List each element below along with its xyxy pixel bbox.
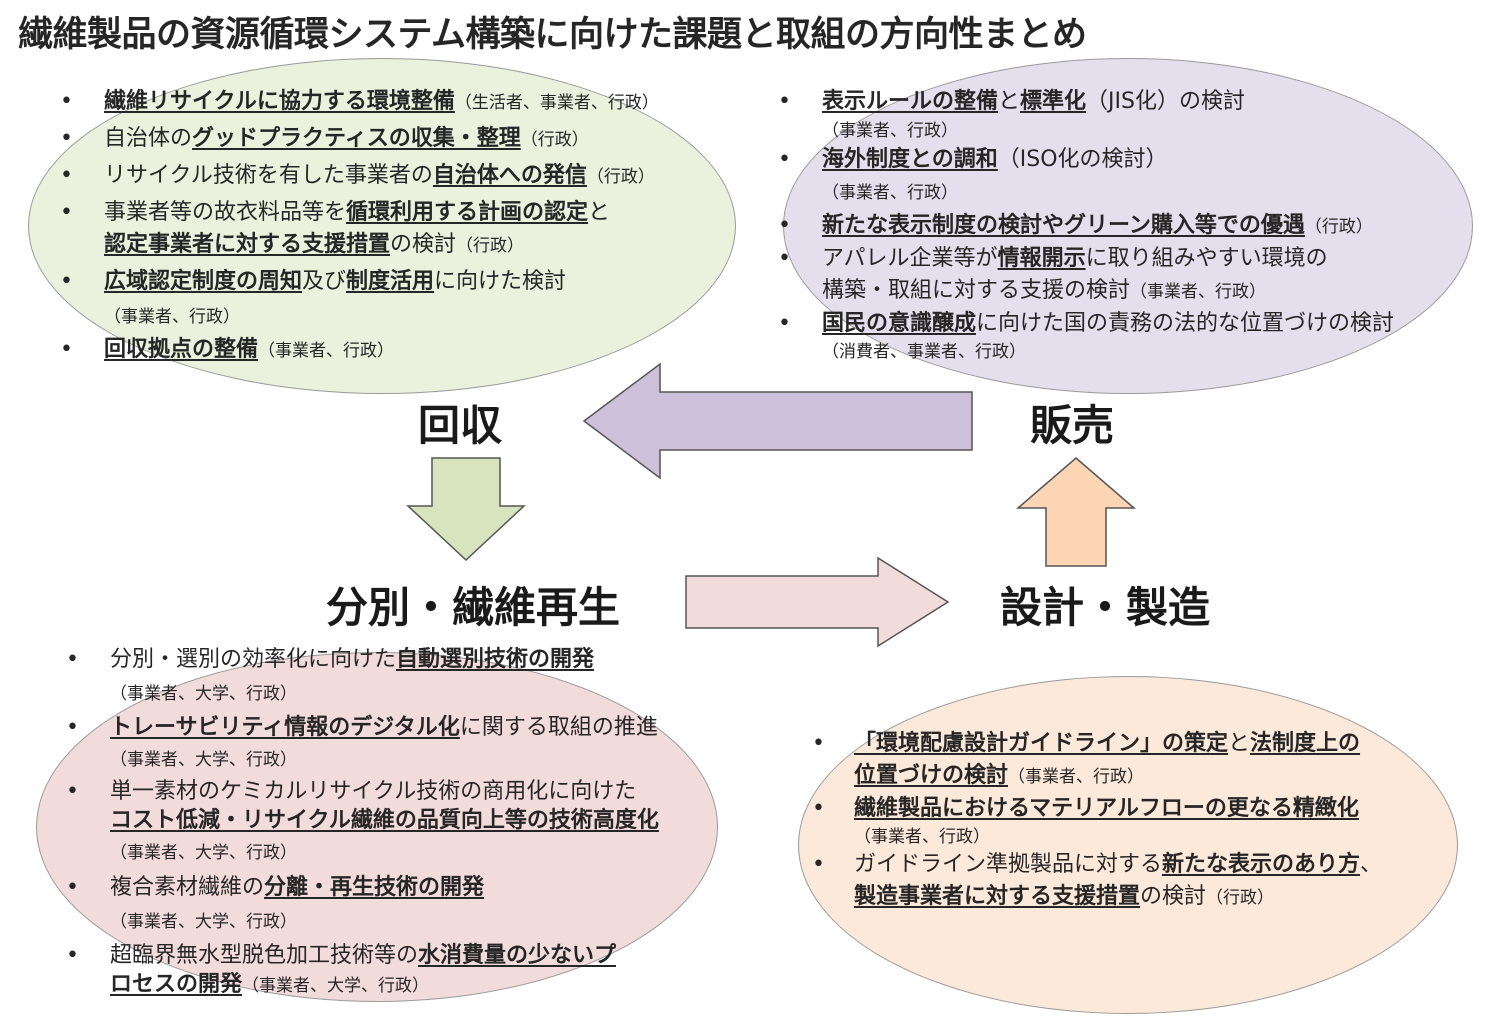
stage-collection-label: 回収 [418, 401, 503, 450]
list-item: アパレル企業等が情報開示に取り組みやすい環境の 構築・取組に対する支援の検討（事… [778, 243, 1394, 308]
list-item: 自治体のグッドプラクティスの収集・整理（行政） [60, 123, 659, 156]
list-item: 回収拠点の整備（事業者、行政） [60, 334, 659, 367]
design-items: 「環境配慮設計ガイドライン」の策定と法制度上の 位置づけの検討（事業者、行政） … [812, 728, 1382, 914]
list-item: 分別・選別の効率化に向けた自動選別技術の開発 （事業者、大学、行政） [66, 644, 659, 712]
sales-items: 表示ルールの整備と標準化（JIS化）の検討 （事業者、行政） 海外制度との調和（… [778, 86, 1394, 364]
page-title: 繊維製品の資源循環システム構築に向けた課題と取組の方向性まとめ [18, 15, 1087, 55]
sales-to-collection-arrow [582, 362, 973, 480]
list-item: 単一素材のケミカルリサイクル技術の商用化に向けた コスト低減・リサイクル繊維の品… [66, 776, 659, 872]
design-to-sales-arrow [1015, 457, 1137, 567]
list-item: リサイクル技術を有した事業者の自治体への発信（行政） [60, 160, 659, 193]
list-item: 海外制度との調和（ISO化の検討） （事業者、行政） [778, 144, 1394, 210]
stage-design-label: 設計・製造 [1000, 583, 1211, 632]
sorting-items: 分別・選別の効率化に向けた自動選別技術の開発 （事業者、大学、行政） トレーサビ… [66, 644, 659, 999]
stage-sorting-label: 分別・繊維再生 [326, 583, 621, 632]
list-item: 表示ルールの整備と標準化（JIS化）の検討 （事業者、行政） [778, 86, 1394, 144]
list-item: ガイドライン準拠製品に対する新たな表示のあり方、 製造事業者に対する支援措置の検… [812, 849, 1382, 914]
stage-sales-label: 販売 [1030, 401, 1115, 450]
collection-to-sorting-arrow [406, 457, 526, 562]
list-item: 国民の意識醸成に向けた国の責務の法的な位置づけの検討 （消費者、事業者、行政） [778, 308, 1394, 364]
list-item: 超臨界無水型脱色加工技術等の水消費量の少ないプ ロセスの開発（事業者、大学、行政… [66, 940, 659, 999]
collection-items: 繊維リサイクルに協力する環境整備（生活者、事業者、行政） 自治体のグッドプラクテ… [60, 86, 659, 367]
list-item: トレーサビリティ情報のデジタル化に関する取組の推進 （事業者、大学、行政） [66, 712, 659, 776]
list-item: 繊維製品におけるマテリアルフローの更なる精緻化 （事業者、行政） [812, 793, 1382, 849]
list-item: 複合素材繊維の分離・再生技術の開発 （事業者、大学、行政） [66, 872, 659, 940]
list-item: 新たな表示制度の検討やグリーン購入等での優遇（行政） [778, 210, 1394, 243]
sorting-to-design-arrow [685, 556, 950, 648]
list-item: 事業者等の故衣料品等を循環利用する計画の認定と 認定事業者に対する支援措置の検討… [60, 197, 659, 262]
list-item: 繊維リサイクルに協力する環境整備（生活者、事業者、行政） [60, 86, 659, 119]
list-item: 「環境配慮設計ガイドライン」の策定と法制度上の 位置づけの検討（事業者、行政） [812, 728, 1382, 793]
list-item: 広域認定制度の周知及び制度活用に向けた検討 （事業者、行政） [60, 266, 659, 332]
